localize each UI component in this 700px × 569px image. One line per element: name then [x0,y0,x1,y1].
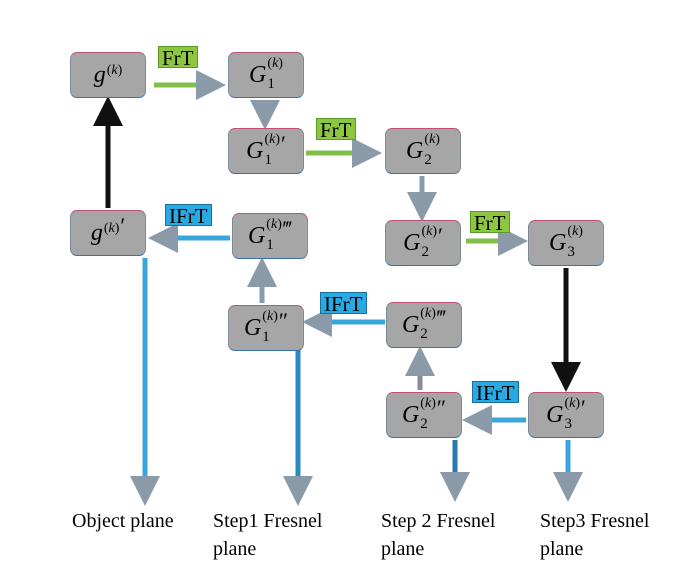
node-sub: 2 [420,325,428,342]
node-G1: G(k) 1 [228,52,304,98]
node-base: G [401,311,420,338]
node-base: G [247,222,266,249]
node-sup: (k) [564,395,581,411]
step1-plane-label-2: plane [213,538,257,560]
ifrt-label-2: IFrT [320,292,367,315]
step2-plane-label-2: plane [381,538,425,560]
node-g-prime: g(k)′ [70,210,146,256]
frt-label-1: FrT [158,46,198,69]
step2-plane-label: Step 2 Fresnel [381,510,496,532]
node-primes: ′ [581,395,586,420]
node-primes: ″ [278,308,289,333]
node-primes: ‴ [282,216,293,241]
step3-plane-label: Step3 Fresnel [540,510,650,532]
node-G3-prime: G(k) 3 ′ [528,392,604,438]
node-base: g [93,61,106,88]
node-base: G [406,137,424,164]
node-sub: 1 [266,236,274,253]
node-primes: ′ [438,223,443,248]
node-sup: (k) [421,223,438,239]
node-G2-prime: G(k) 2 ′ [385,220,461,266]
object-plane-label: Object plane [72,510,174,532]
node-sub: 2 [420,415,428,432]
node-sub: 2 [421,243,429,260]
node-base: G [549,229,567,256]
node-base: G [401,401,420,428]
node-g: g(k) [70,52,146,98]
step1-plane-label: Step1 Fresnel [213,510,323,532]
ifrt-label-1: IFrT [165,204,212,227]
node-G1-triple-prime: G(k) 1 ‴ [232,213,308,259]
node-base: g [90,219,103,246]
node-sup: (k) [266,216,282,232]
node-G1-prime: G(k) 1 ′ [228,128,304,174]
node-sup: (k) [103,221,120,236]
node-primes: ″ [436,395,447,420]
frt-label-2: FrT [316,118,356,141]
node-sub: 1 [264,151,272,168]
node-primes: ′ [120,213,126,238]
node-sub: 3 [564,415,572,432]
ifrt-label-3: IFrT [472,381,519,404]
node-sub: 1 [267,75,275,92]
node-sup: (k) [420,395,436,411]
node-primes: ′ [281,131,286,156]
node-primes: ‴ [436,305,447,330]
node-G2-double-prime: G(k) 2 ″ [386,392,462,438]
node-sup: (k) [424,131,440,147]
node-sup: (k) [262,308,278,324]
node-sub: 2 [424,151,432,168]
node-sub: 3 [567,243,575,260]
node-base: G [243,314,262,341]
node-sup: (k) [420,305,436,321]
node-base: G [546,401,564,428]
node-sup: (k) [106,63,123,78]
node-sub: 1 [262,328,270,345]
node-sup: (k) [264,131,281,147]
node-G1-double-prime: G(k) 1 ″ [228,305,304,351]
node-sup: (k) [567,223,583,239]
node-base: G [403,229,421,256]
node-base: G [249,61,267,88]
frt-label-3: FrT [470,211,510,234]
node-G2-triple-prime: G(k) 2 ‴ [386,302,462,348]
step3-plane-label-2: plane [540,538,584,560]
node-sup: (k) [267,55,283,71]
node-G2: G(k) 2 [385,128,461,174]
node-G3: G(k) 3 [528,220,604,266]
node-base: G [246,137,264,164]
